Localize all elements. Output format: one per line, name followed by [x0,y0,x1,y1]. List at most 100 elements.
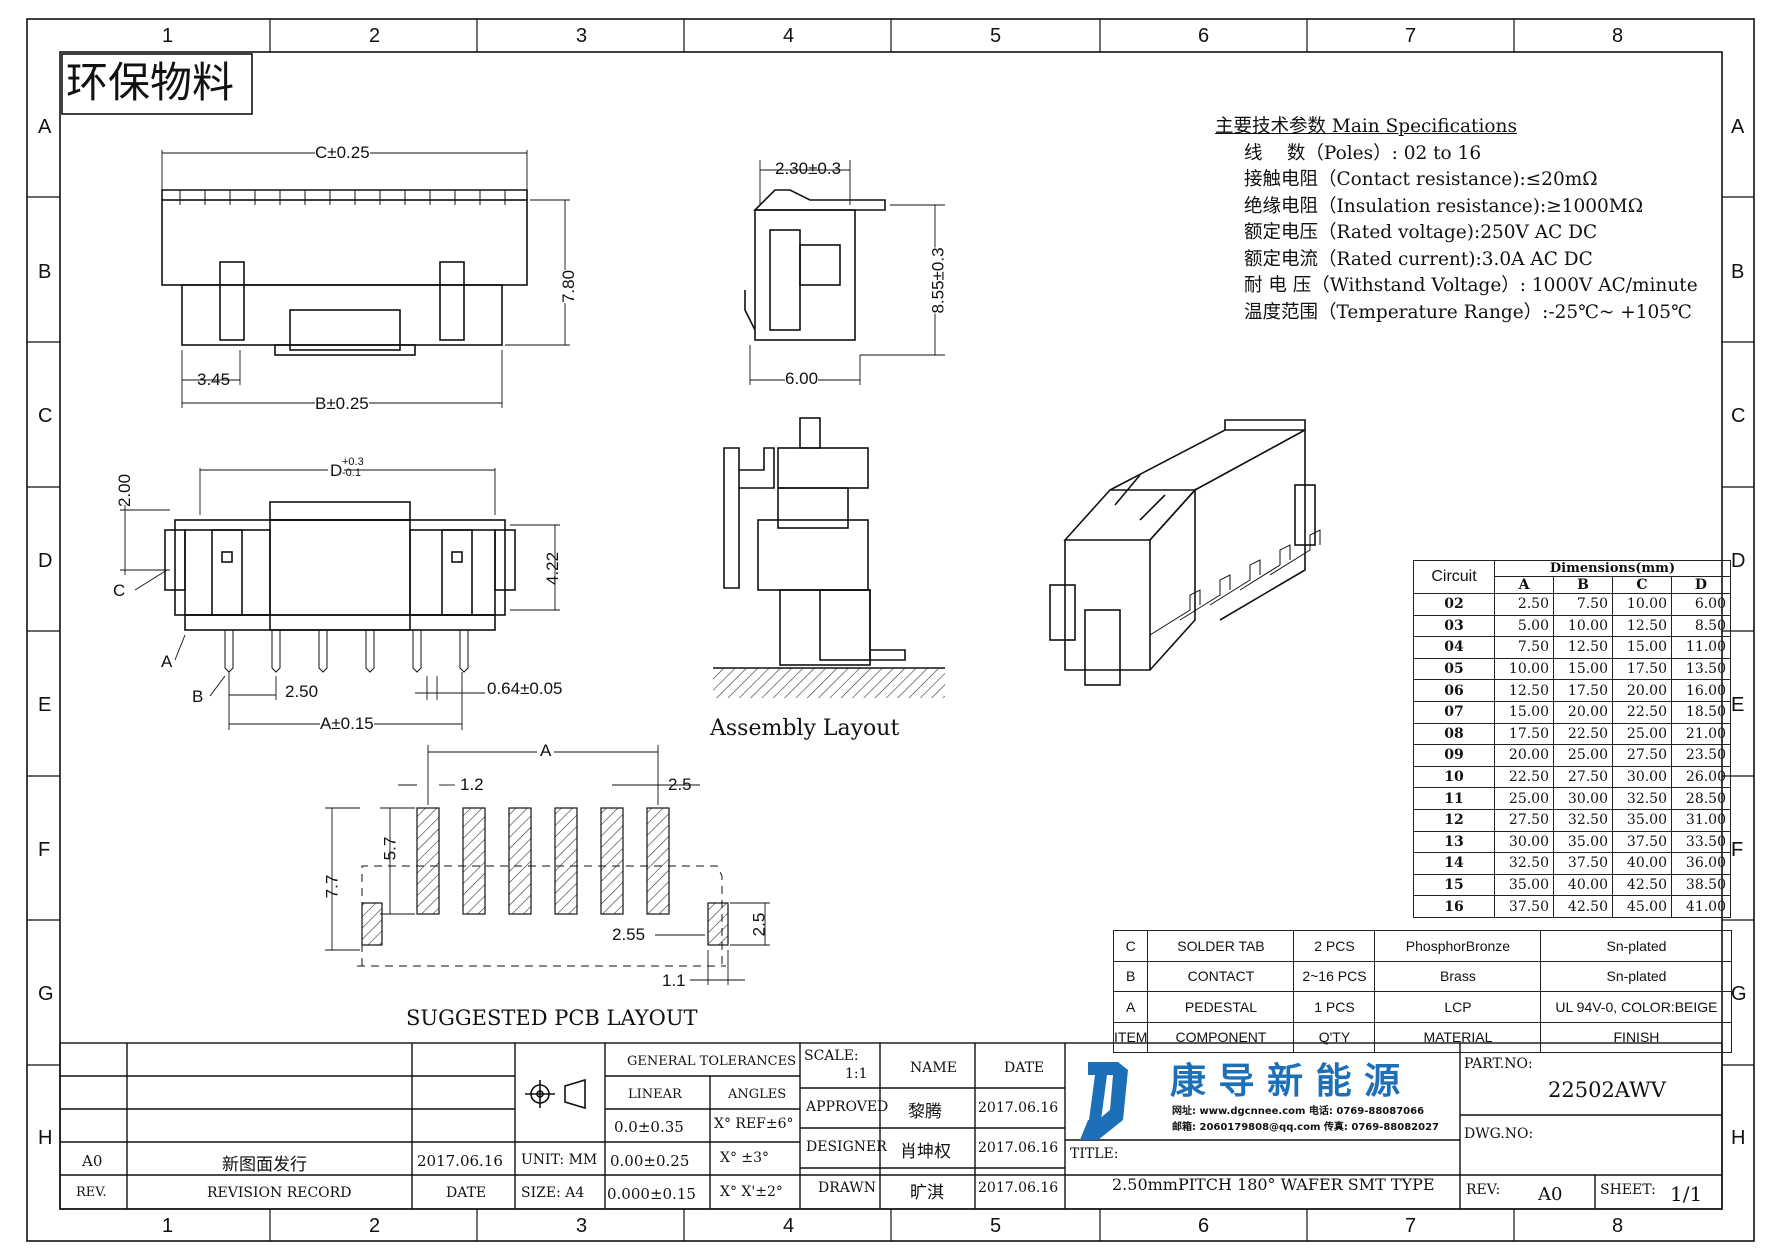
dimension-cell: 37.50 [1553,852,1613,875]
dim-2-30: 2.30±0.3 [775,159,842,178]
bom-cell: Sn-plated [1540,960,1733,992]
bom-cell: Q'TY [1293,1021,1376,1053]
dim-b: B±0.25 [315,394,369,413]
bom-cell: COMPONENT [1147,1021,1295,1053]
zone-row-c-right: C [1731,405,1746,427]
zone-col-8-bottom: 8 [1612,1215,1624,1237]
circuit-cell: 14 [1413,852,1495,875]
dimension-cell: 16.00 [1671,679,1731,702]
company-name: 康 导 新 能 源 [1170,1061,1401,1102]
dimension-cell: 25.00 [1553,744,1613,767]
drawn-date: 2017.06.16 [978,1180,1059,1196]
zone-row-b-right: B [1731,261,1745,283]
dimension-cell: 2.50 [1494,593,1554,616]
rev-date: 2017.06.16 [417,1152,503,1170]
circuit-cell: 09 [1413,744,1495,767]
dim-a: A±0.15 [320,714,374,733]
dimension-cell: 12.50 [1553,636,1613,659]
zone-row-d-right: D [1731,550,1746,572]
pcb-dim-2-5-pad: 2.5 [749,912,769,937]
dimension-cell: 42.50 [1553,895,1613,918]
dimension-cell: 30.00 [1553,787,1613,810]
zone-row-a-right: A [1731,116,1745,138]
title-block-grid [59,1042,1723,1210]
dimension-cell: 25.00 [1494,787,1554,810]
dimension-cell: 30.00 [1494,830,1554,854]
spec-heading: 主要技术参数 Main Specifications [1215,116,1517,137]
dimension-cell: 15.00 [1612,636,1672,659]
dimension-cell: 22.50 [1553,722,1613,746]
circuit-header: Circuit [1413,560,1495,594]
circuit-cell: 12 [1413,808,1495,832]
pcb-dim-5-7: 5.7 [380,836,400,861]
rev-code: A0 [82,1152,103,1170]
dimension-cell: 10.00 [1494,657,1554,681]
zone-row-f: F [38,839,51,861]
linear-header: LINEAR [628,1087,682,1102]
bom-cell: ITEM [1112,1021,1149,1053]
zone-col-8: 8 [1612,25,1624,47]
col-d-header: D [1671,576,1731,594]
bom-cell: 1 PCS [1293,991,1376,1023]
dim-6-00: 6.00 [785,369,819,388]
dimension-cell: 27.50 [1494,808,1554,832]
spec-contact-resistance: 接触电阻（Contact resistance):≤20mΩ [1244,169,1598,190]
bom-cell: UL 94V-0, COLOR:BEIGE [1540,991,1733,1023]
drawing-title: 2.50mmPITCH 180° WAFER SMT TYPE [1112,1175,1435,1194]
drawn-name: 旷淇 [910,1183,944,1203]
angle-2: X° ±3° [720,1150,770,1166]
dimension-cell: 32.50 [1494,852,1554,875]
scale-header: SCALE: [804,1048,859,1064]
callout-b: B [192,687,204,706]
pcb-dim-2-5: 2.5 [668,775,692,794]
zone-col-5: 5 [990,25,1002,47]
dimension-cell: 7.50 [1553,593,1613,616]
circuit-cell: 11 [1413,787,1495,810]
circuit-cell: 08 [1413,722,1495,746]
circuit-cell: 05 [1413,657,1495,681]
spec-rated-current: 额定电流（Rated current):3.0A AC DC [1244,248,1593,270]
dimension-cell: 25.00 [1612,722,1672,746]
zone-row-f-right: F [1731,839,1744,861]
dim-7-80: 7.80 [559,269,579,304]
dimension-cell: 27.50 [1553,765,1613,789]
spec-withstand-voltage: 耐 电 压（Withstand Voltage）: 1000V AC/minut… [1244,275,1698,296]
circuit-cell: 10 [1413,765,1495,789]
zone-col-4: 4 [783,25,795,47]
rev-header: REV. [76,1185,107,1200]
bom-cell: 2~16 PCS [1293,960,1376,992]
circuit-cell: 04 [1413,636,1495,659]
dimension-cell: 7.50 [1494,636,1554,659]
circuit-cell: 13 [1413,830,1495,854]
zone-row-g-right: G [1731,983,1747,1005]
dimension-cell: 31.00 [1671,808,1731,832]
rev-label: REV: [1466,1182,1501,1198]
sheet-label: SHEET: [1600,1182,1656,1198]
drawn-label: DRAWN [818,1180,876,1196]
dimension-cell: 32.50 [1553,808,1613,832]
zone-row-d: D [38,550,53,572]
bom-cell: 2 PCS [1293,930,1376,962]
dim-3-45: 3.45 [197,370,231,389]
zone-row-g: G [38,983,54,1005]
part-number: 22502AWV [1548,1078,1666,1102]
bom-cell: C [1112,930,1149,962]
dimension-cell: 11.00 [1671,636,1731,659]
rev-value: A0 [1538,1184,1563,1205]
zone-row-e: E [38,694,52,716]
zone-row-a: A [38,116,52,138]
company-web-phone: 网址: www.dgcnnee.com 电话: 0769-88087066 [1172,1106,1425,1117]
scale-value: 1:1 [845,1066,868,1082]
designer-label: DESIGNER [806,1139,887,1155]
dimension-cell: 15.00 [1553,657,1613,681]
